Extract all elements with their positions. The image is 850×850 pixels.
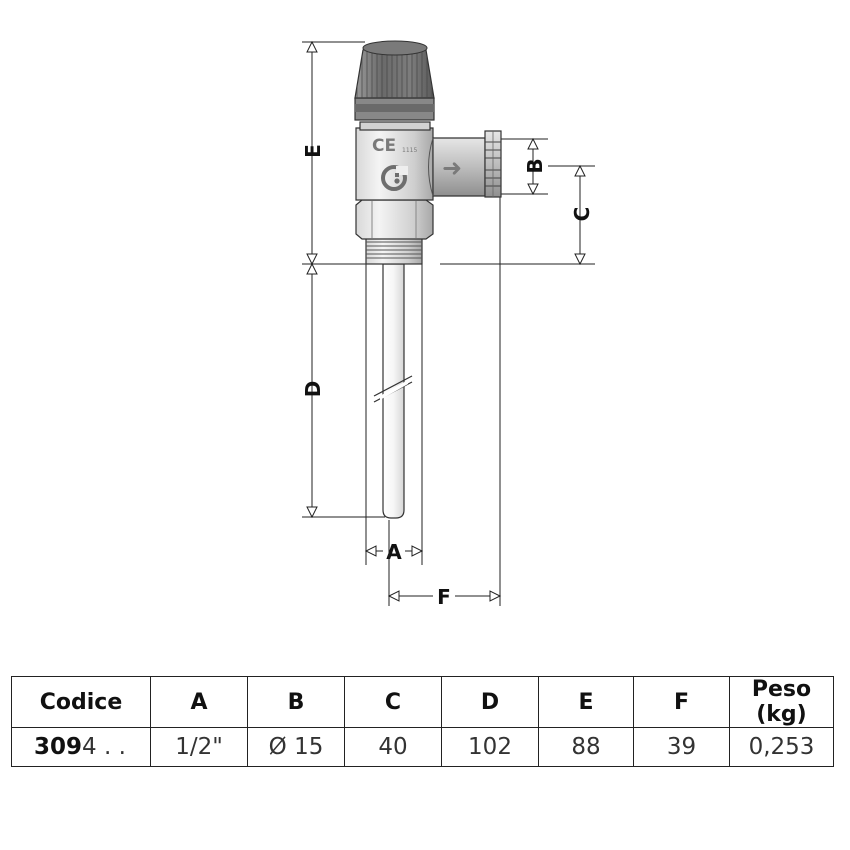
probe xyxy=(373,263,413,519)
header-codice: Codice xyxy=(11,676,151,728)
probe-break-line-1 xyxy=(373,375,413,397)
arrow-c-top xyxy=(574,164,586,177)
label-d: D xyxy=(301,381,325,398)
label-c: C xyxy=(570,207,594,222)
cell-c: 40 xyxy=(344,727,442,767)
probe-break-gap xyxy=(380,380,408,400)
code-suffix: 4 . . xyxy=(82,734,126,760)
header-a: A xyxy=(150,676,248,728)
arrow-d-top xyxy=(306,262,318,275)
cell-weight: 0,253 xyxy=(729,727,834,767)
knob-cap xyxy=(354,40,435,99)
label-a: A xyxy=(386,540,402,564)
ce-mark: CE xyxy=(372,136,396,156)
cell-d: 102 xyxy=(441,727,539,767)
arrow-d-bottom xyxy=(306,506,318,519)
thread-connection xyxy=(365,237,423,265)
label-f-bg xyxy=(433,584,455,608)
arrow-f-right xyxy=(489,590,502,602)
ce-number: 1115 xyxy=(402,147,417,154)
hex-nut xyxy=(355,199,434,240)
dimension-e: E xyxy=(301,40,365,266)
valve-dimension-drawing: E D B C A xyxy=(301,40,595,609)
cell-e: 88 xyxy=(538,727,634,767)
header-f: F xyxy=(633,676,730,728)
cell-a: 1/2" xyxy=(150,727,248,767)
side-outlet: ➜ xyxy=(428,130,502,198)
dimension-c: C xyxy=(440,164,595,266)
label-f: F xyxy=(437,585,451,609)
brand-logo-icon xyxy=(381,165,408,191)
cell-b: Ø 15 xyxy=(247,727,345,767)
arrow-a-left xyxy=(364,545,377,557)
dimension-d: D xyxy=(301,262,395,519)
valve-body: CE 1115 xyxy=(355,121,434,201)
arrow-e-bottom xyxy=(306,253,318,266)
arrow-b-top xyxy=(527,137,539,150)
arrow-a-right xyxy=(411,545,424,557)
arrow-e-top xyxy=(306,40,318,53)
specification-table: Codice A B C D E F Peso (kg) 3094 . . 1/… xyxy=(11,676,834,767)
header-e: E xyxy=(538,676,634,728)
cell-f: 39 xyxy=(633,727,730,767)
label-e: E xyxy=(301,144,325,158)
arrow-f-left xyxy=(387,590,400,602)
header-c: C xyxy=(344,676,442,728)
knob-collar xyxy=(354,97,435,121)
header-b: B xyxy=(247,676,345,728)
label-b: B xyxy=(523,158,547,173)
header-peso: Peso (kg) xyxy=(729,676,834,728)
arrow-c-bottom xyxy=(574,253,586,266)
code-prefix: 309 xyxy=(34,734,83,760)
table-row: 3094 . . 1/2" Ø 15 40 102 88 39 0,253 xyxy=(11,727,834,767)
valve-illustration: CE 1115 ➜ xyxy=(354,40,502,519)
table-header-row: Codice A B C D E F Peso (kg) xyxy=(11,676,834,728)
header-d: D xyxy=(441,676,539,728)
dimension-f: F xyxy=(387,140,502,609)
cell-codice: 3094 . . xyxy=(11,727,151,767)
dimension-b: B xyxy=(500,137,548,196)
flow-arrow-icon: ➜ xyxy=(442,154,462,182)
arrow-b-bottom xyxy=(527,183,539,196)
